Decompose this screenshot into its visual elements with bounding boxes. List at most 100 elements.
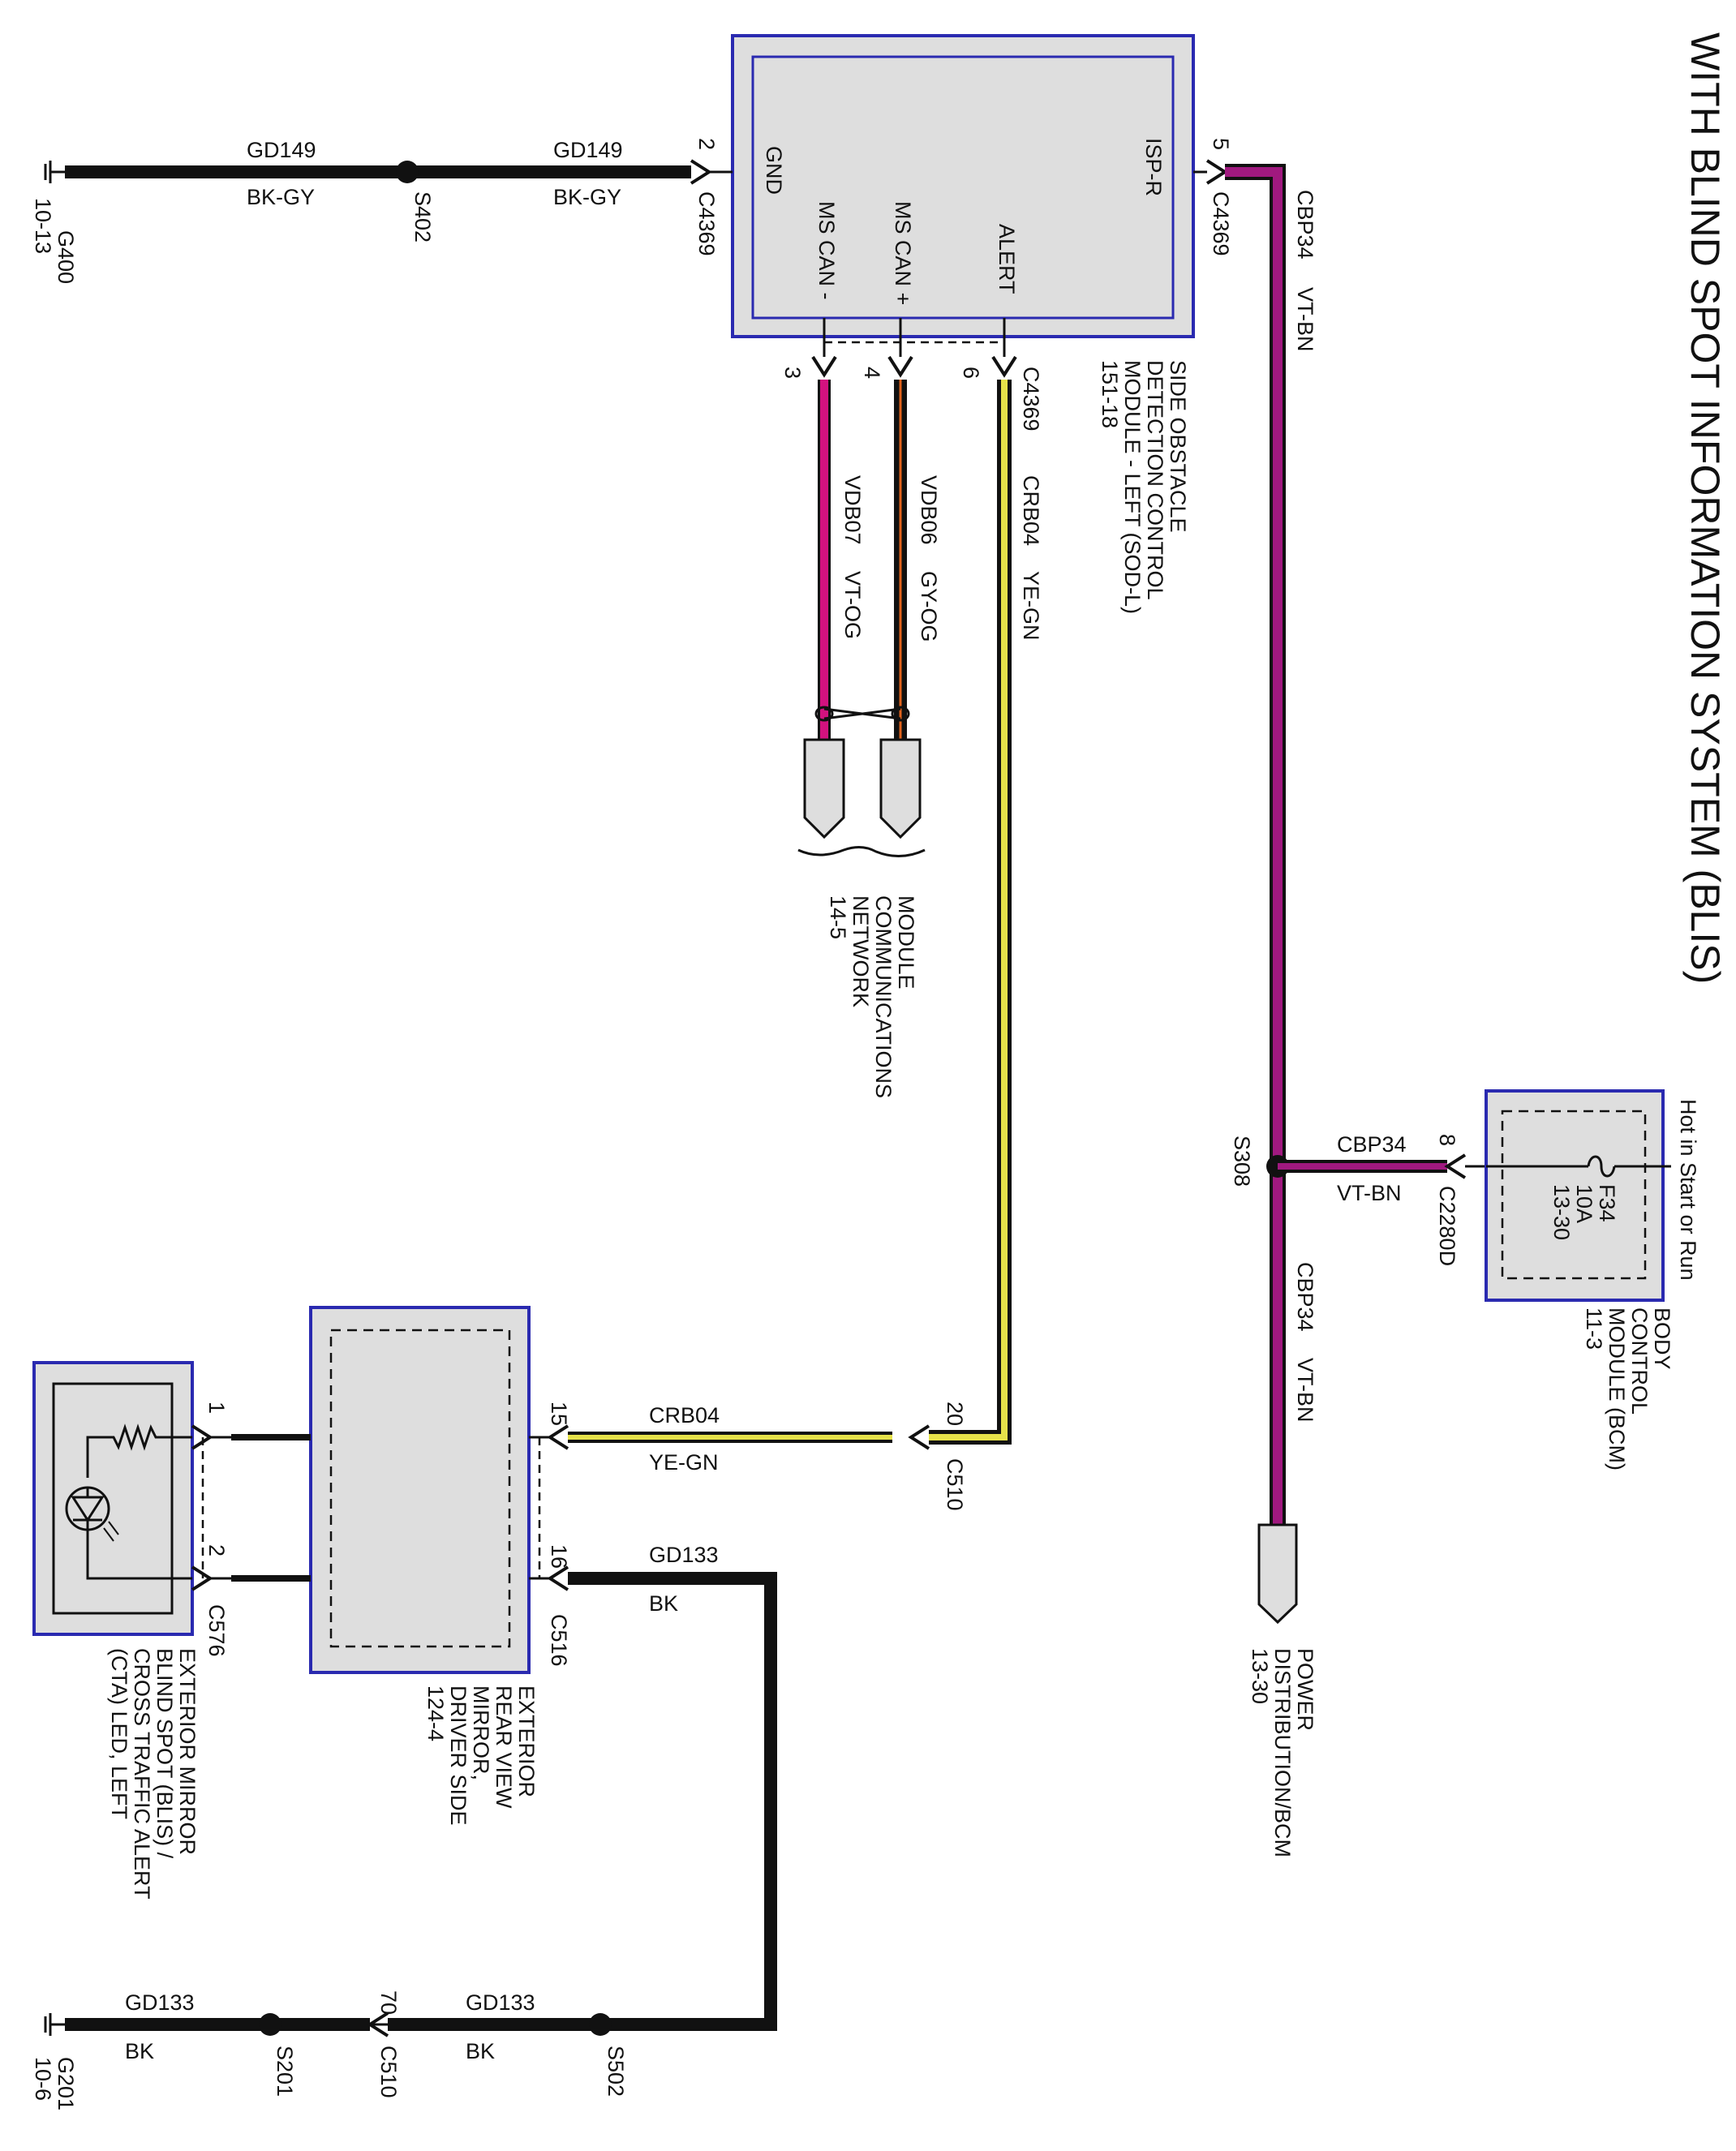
mirror-pin-16: 16 [547,1544,571,1569]
ground-g201: G201 10-6 [31,2013,78,2110]
hot-in-start-or-run: Hot in Start or Run [1676,1099,1700,1281]
power-distribution-connector: POWER DISTRIBUTION/BCM 13-30 [1248,1523,1317,1857]
network-line-3: NETWORK [849,895,873,1007]
mirror-name-line-3: MIRROR, [469,1685,493,1780]
led-name-line-3: CROSS TRAFFIC ALERT [130,1648,154,1900]
c510-ground-connector: C510 [376,2046,401,2098]
splice-s402-label: S402 [410,191,435,243]
fuse-icon [1587,1155,1616,1178]
led-name-line-1: EXTERIOR MIRROR [175,1648,200,1855]
pin-label-isp-r: ISP-R [1141,138,1166,196]
wire-gd149-right-color: BK-GY [553,185,621,209]
mirror-name-line-2: REAR VIEW [492,1685,516,1809]
g201-label: G201 [54,2057,78,2110]
sod-name-line-4: 151-18 [1098,360,1122,428]
vdb06-circuit: VDB06 [917,475,941,545]
mirror-led-wires [231,1434,311,1582]
gnd-connector: C4369 [694,191,719,256]
ground-g400: G400 10-13 [31,161,78,284]
power-dist-line-3: 13-30 [1248,1648,1272,1704]
g201-page-ref: 10-6 [31,2057,55,2101]
bcm-module: F34 10A 13-30 Hot in Start or Run [1485,1089,1700,1302]
wire-gd133-ground: GD133 BK GD133 BK S201 S502 70 C510 [65,1990,628,2098]
wire-gd133-mirror: GD133 BK [568,1543,777,2031]
network-line-1: MODULE [894,895,918,990]
gd133-mirror-color: BK [649,1591,678,1616]
isp-r-pin-number: 5 [1209,138,1233,150]
bcm-name-line-4: 11-3 [1582,1307,1606,1350]
led-connector: C576 [204,1604,229,1657]
sod-l-module-name: SIDE OBSTACLE DETECTION CONTROL MODULE -… [1098,360,1190,614]
ms-can-plus-pin-number: 4 [860,367,884,379]
bcm-name: BODY CONTROL MODULE (BCM) 11-3 [1582,1307,1674,1470]
cbp34-upper-color: VT-BN [1293,287,1317,352]
bcm-name-line-1: BODY [1650,1307,1674,1370]
isp-r-connector: C4369 [1209,191,1233,256]
wire-cbp34: 5 C4369 CBP34 VT-BN S308 CBP34 VT-BN CBP… [1193,138,1486,1525]
splice-s502-label: S502 [604,2046,628,2097]
network-line-4: 14-5 [826,895,850,939]
splice-s502 [589,2013,612,2036]
led-name-line-2: BLIND SPOT (BLIS) / [153,1648,177,1859]
mirror-connector: C516 [547,1614,571,1667]
network-line-2: COMMUNICATIONS [871,895,896,1098]
led-name-line-4: (CTA) LED, LEFT [107,1648,131,1819]
led-pin-1: 1 [204,1402,229,1414]
crb04-horizontal-color: YE-GN [649,1450,719,1475]
led-pin-2: 2 [204,1544,229,1556]
gnd-pin-number: 2 [694,138,719,150]
pin-label-ms-can-minus: MS CAN - [814,201,839,300]
sod-name-line-3: MODULE - LEFT (SOD-L) [1120,360,1145,614]
wire-gd149-left-circuit: GD149 [247,138,316,162]
cbp34-branch-color: VT-BN [1337,1181,1402,1205]
resistor-icon [86,1423,192,1478]
c510-pin-70: 70 [376,1990,401,2015]
vdb07-circuit: VDB07 [840,475,865,545]
gd133-right-circuit: GD133 [466,1990,535,2015]
power-dist-line-2: DISTRIBUTION/BCM [1270,1648,1295,1857]
sod-name-line-2: DETECTION CONTROL [1143,360,1167,600]
ms-can-minus-pin-number: 3 [780,367,805,379]
c510-pin-20: 20 [943,1402,967,1426]
splice-s308-label: S308 [1230,1136,1254,1187]
crb04-horizontal-circuit: CRB04 [649,1403,720,1428]
crb04-circuit: CRB04 [1019,475,1043,546]
mirror-name-line-1: EXTERIOR [514,1685,539,1797]
twisted-pair-icon [814,706,834,722]
splice-s201-label: S201 [273,2046,297,2097]
splice-s201 [259,2013,281,2036]
gd133-right-color: BK [466,2039,495,2063]
wire-gd149-right-circuit: GD149 [553,138,623,162]
blis-led: 1 2 C576 EXTERIOR MIRROR BLIND SPOT (BLI… [32,1361,231,1900]
vdb07-color: VT-OG [840,571,865,639]
pin-label-ms-can-plus: MS CAN + [891,201,915,305]
bcm-pin-number: 8 [1435,1134,1459,1146]
gd133-mirror-circuit: GD133 [649,1543,719,1567]
wire-gd149: GD149 BK-GY GD149 BK-GY S402 2 C4369 [65,138,733,256]
cbp34-upper-circuit: CBP34 [1293,190,1317,260]
pin-label-alert: ALERT [995,224,1019,294]
bcm-name-line-2: CONTROL [1627,1307,1652,1415]
g400-page-ref: 10-13 [31,198,55,254]
cbp34-branch-circuit: CBP34 [1337,1132,1407,1157]
cbp34-lower-color: VT-BN [1293,1358,1317,1423]
c510-alert-connector: C510 [943,1458,967,1511]
crb04-color: YE-GN [1019,571,1043,641]
can-plus-connector [879,738,922,839]
ms-can-wires: 3 4 6 VDB07 VT-OG VDB06 GY-OG MODULE COM… [780,318,1017,1098]
can-minus-connector [803,738,845,839]
mirror-pin-15: 15 [547,1402,571,1426]
vdb06-color: GY-OG [917,571,941,642]
alert-connector: C4369 [1019,367,1043,431]
cbp34-lower-circuit: CBP34 [1293,1262,1317,1332]
fuse-line-3: 13-30 [1549,1184,1574,1240]
g400-label: G400 [54,230,78,284]
diagram-title: WITH BLIND SPOT INFORMATION SYSTEM (BLIS… [1682,32,1728,984]
gd133-left-circuit: GD133 [125,1990,195,2015]
splice-s402 [396,161,419,183]
gd133-left-color: BK [125,2039,154,2063]
bcm-name-line-3: MODULE (BCM) [1605,1307,1629,1470]
fuse-line-1: F34 [1595,1184,1619,1222]
pin-label-gnd: GND [762,146,786,195]
